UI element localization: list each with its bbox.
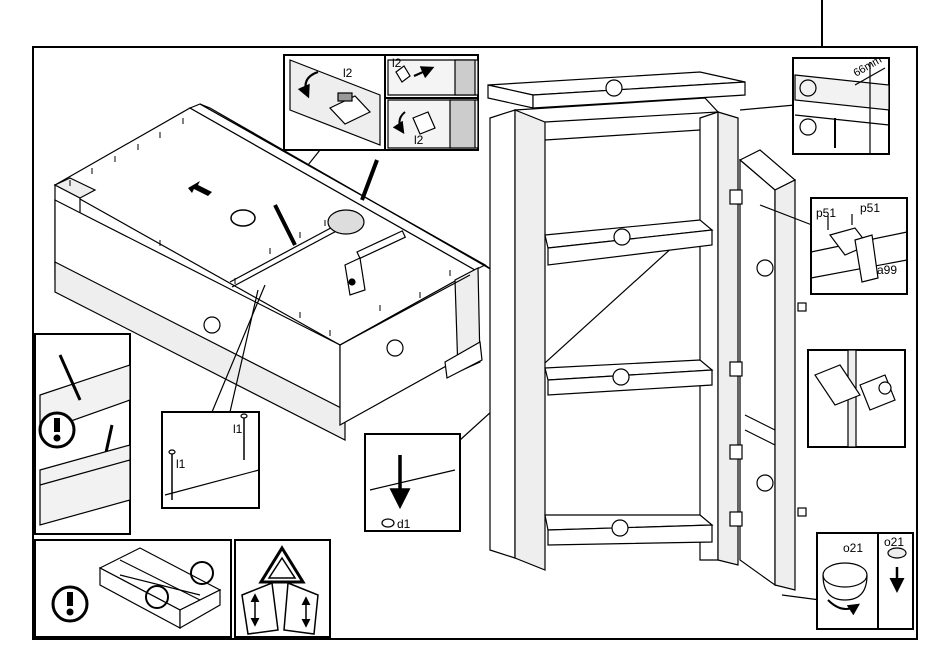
callout-cap-o21-side: o21 — [884, 536, 904, 548]
callout-cap-o21-main: o21 — [843, 542, 863, 554]
callout-screw-l2-upper: l2 — [392, 57, 401, 69]
inset-recycle — [235, 540, 330, 637]
inset-measure — [793, 58, 889, 154]
callout-hinge-plate-a99: a99 — [877, 264, 897, 276]
callout-nail-l1-left: l1 — [176, 458, 185, 470]
callout-nail-l1-right: l1 — [233, 423, 242, 435]
callout-screw-l2-main: l2 — [343, 67, 352, 79]
callout-hinge-screw-p51-right: p51 — [860, 202, 880, 214]
inset-screw-detail — [284, 55, 478, 165]
inset-hinge — [808, 350, 905, 447]
callout-dowel-d1: d1 — [397, 518, 410, 530]
cabinet-upright — [488, 72, 820, 600]
warning-icon-bottom — [53, 587, 87, 621]
callout-hinge-screw-p51-left: p51 — [816, 207, 836, 219]
callout-screw-l2-lower: l2 — [414, 134, 423, 146]
warning-icon-left — [40, 413, 74, 447]
